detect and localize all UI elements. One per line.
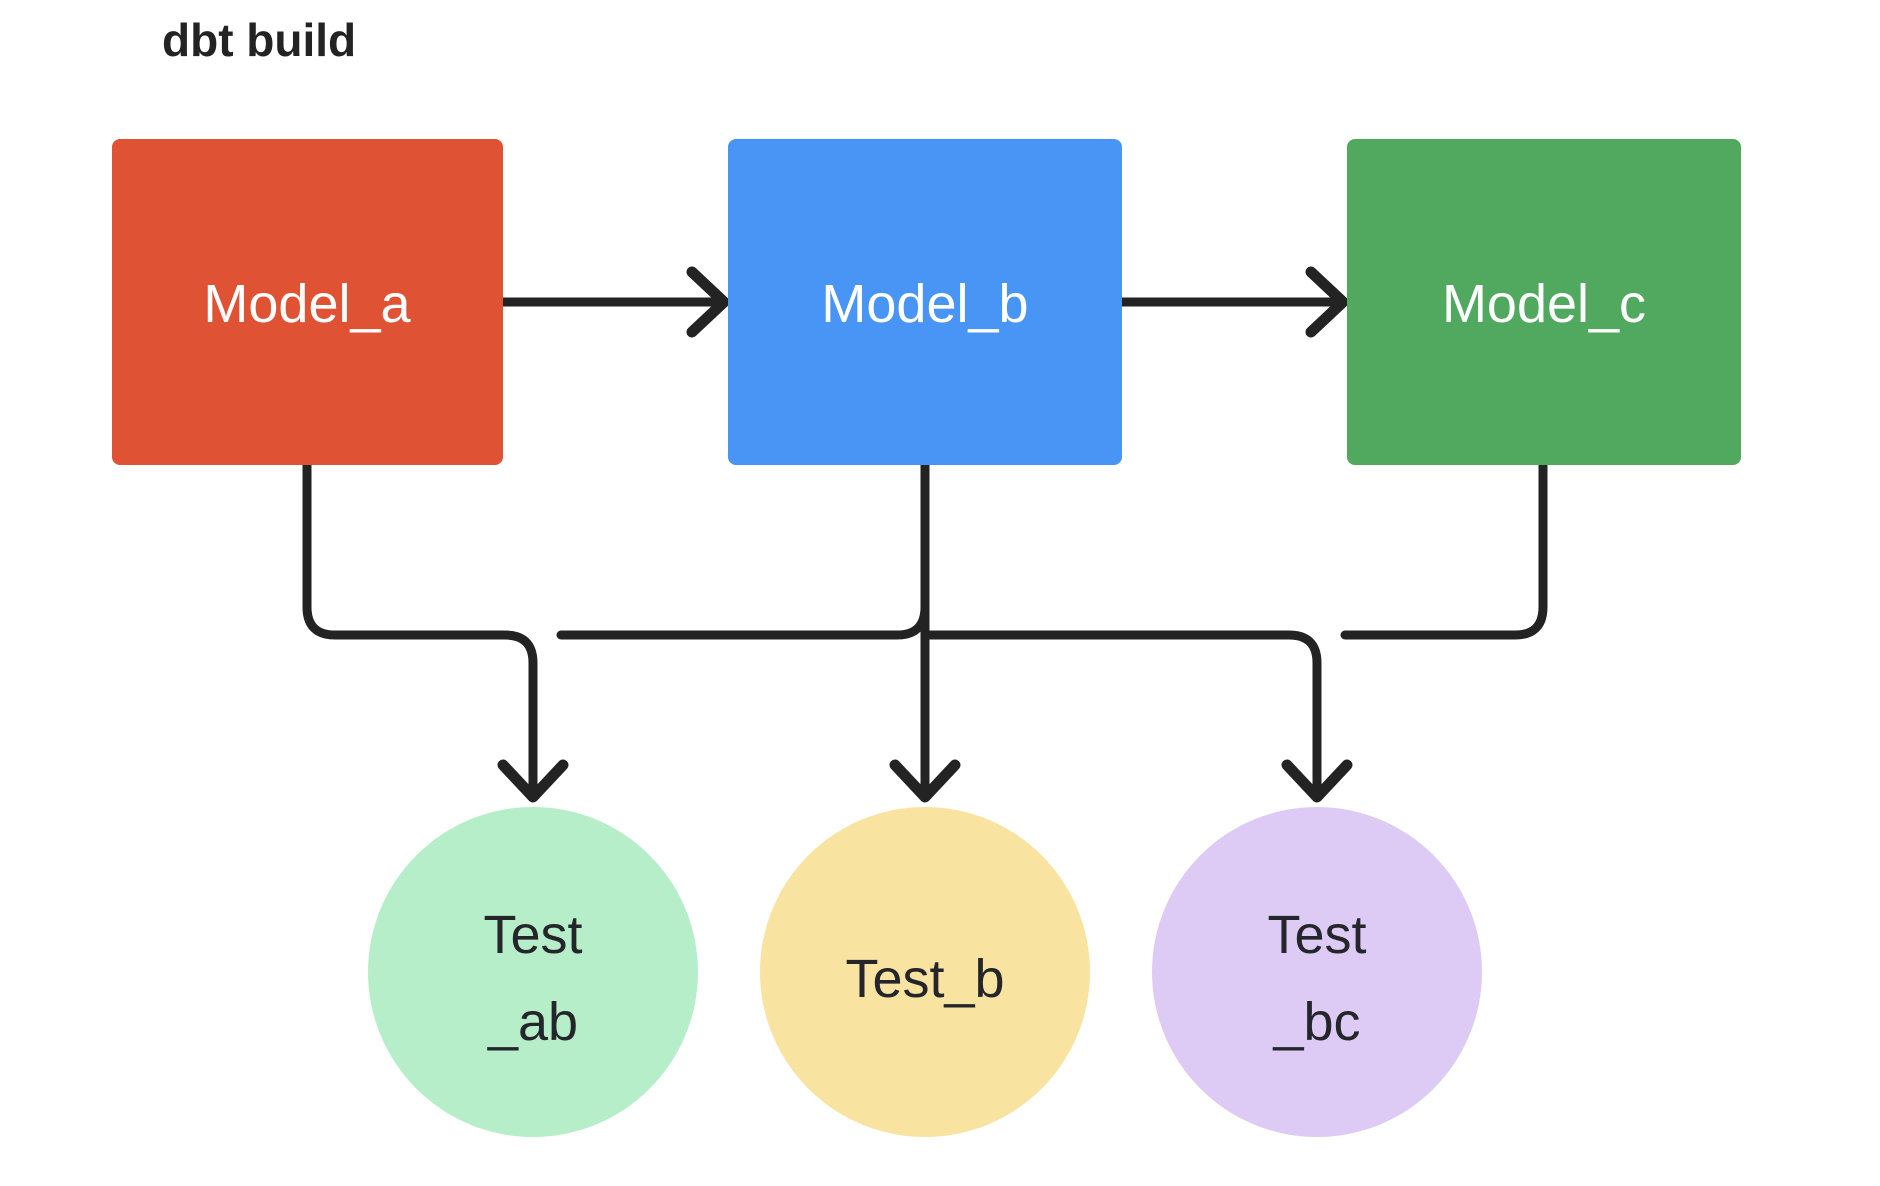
arrow-head-icon [1305,266,1349,338]
edge-model-a-to-model-b [498,266,730,338]
node-model-b[interactable]: Model_b [728,139,1122,465]
node-test-b[interactable]: Test_b [760,807,1090,1137]
node-shape[interactable] [1152,807,1482,1137]
edge-model-b-to-test-ab [556,460,930,640]
model-node-layer: Model_a Model_b Model_c [112,139,1741,465]
edge-layer [302,266,1548,803]
arrow-head-icon [686,266,730,338]
edge-model-b-to-model-c [1117,266,1349,338]
node-shape[interactable] [1347,139,1741,465]
node-model-a[interactable]: Model_a [112,139,503,465]
edge-line [920,630,1322,795]
node-label: Model_a [203,274,411,334]
edge-line [302,460,538,795]
node-shape[interactable] [728,139,1122,465]
node-label-line-1: Test_b [845,949,1004,1009]
node-label-line-1: Test [1267,905,1366,965]
node-label-line-2: _ab [487,992,578,1052]
node-model-c[interactable]: Model_c [1347,139,1741,465]
node-label: Model_c [1442,274,1646,334]
edge-model-b-to-test-b [889,460,961,803]
node-label-line-2: _bc [1272,992,1360,1052]
edge-line [556,460,930,640]
arrow-head-icon [889,759,961,803]
node-test-ab[interactable]: Test _ab [368,807,698,1137]
node-shape[interactable] [760,807,1090,1137]
edge-model-c-to-test-bc [1340,460,1548,640]
test-node-layer: Test _ab Test_b Test _bc [368,807,1482,1137]
arrow-head-icon [1281,759,1353,803]
edge-model-b-to-test-bc [920,630,1353,803]
node-label-line-1: Test [483,905,582,965]
node-test-bc[interactable]: Test _bc [1152,807,1482,1137]
edge-model-a-to-test-ab [302,460,569,803]
edge-line [1340,460,1548,640]
node-shape[interactable] [368,807,698,1137]
arrow-head-icon [497,759,569,803]
node-shape[interactable] [112,139,503,465]
node-label: Model_b [821,274,1028,334]
page-title: dbt build [162,14,356,66]
